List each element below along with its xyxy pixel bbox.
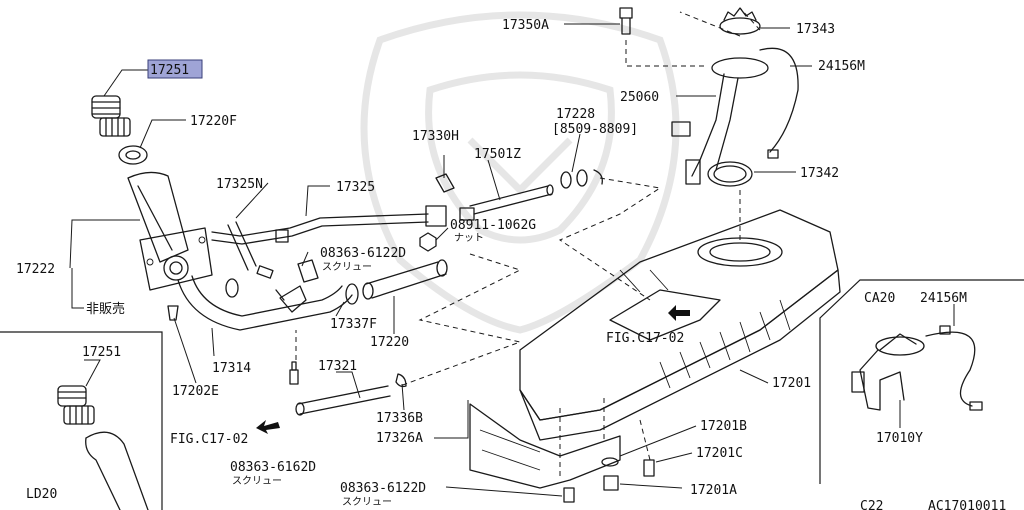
ca20-variant-label: CA20 [864,291,895,306]
label-17321[interactable]: 17321 [318,359,357,374]
fig-arrow-tank[interactable] [668,305,690,321]
bolt-17201C[interactable] [643,459,655,477]
ca20-harness[interactable] [925,325,983,411]
fuel-tank-17201[interactable] [519,209,841,441]
label-17201[interactable]: 17201 [772,376,811,391]
clamp-ring[interactable] [225,278,359,305]
label-17350A[interactable]: 17350A [502,18,549,33]
screw-08363-6122D-lower[interactable] [563,487,575,503]
label-17325N[interactable]: 17325N [216,177,263,192]
clip-17336B[interactable] [395,373,407,388]
label-17336B[interactable]: 17336B [376,411,423,426]
label-17220F[interactable]: 17220F [190,114,237,129]
label-08363-6122D-lower[interactable]: 08363-6122D [340,481,426,496]
footer-model: C22 [860,499,883,510]
protector-17326A[interactable] [469,403,621,489]
label-17201B[interactable]: 17201B [700,419,747,434]
ld20-label-17251[interactable]: 17251 [82,345,121,360]
filler-cap-gasket-17220F[interactable] [118,145,148,165]
label-08363-6122D[interactable]: 08363-6122D [320,246,406,261]
washers-17228[interactable] [560,169,603,189]
vent-tube-17325N[interactable] [227,221,274,279]
lock-ring-17343[interactable] [719,7,761,35]
label-17201A[interactable]: 17201A [690,483,737,498]
watermark-emblem [360,11,680,334]
label-17343[interactable]: 17343 [796,22,835,37]
label-17314[interactable]: 17314 [212,361,251,376]
label-17228[interactable]: 17228 [556,107,595,122]
label-08363-6162D[interactable]: 08363-6162D [230,460,316,475]
label-17501Z[interactable]: 17501Z [474,147,521,162]
harness-24156M[interactable] [759,47,799,159]
sender-unit-25060[interactable] [671,57,769,185]
bolt-17201A[interactable] [603,475,619,491]
label-not-for-sale: 非販売 [86,301,125,317]
bolt-08363-6162D[interactable] [289,361,299,385]
highlight-17251 [147,59,203,79]
filler-tube-17222[interactable] [127,171,213,291]
label-17330H[interactable]: 17330H [412,129,459,144]
gasket-17342[interactable] [707,161,753,187]
inset-ca20: CA20 24156M 17010Y [819,279,1024,484]
label-08363-6122D-lower-sub: スクリュー [342,496,392,508]
ld20-variant-label: LD20 [26,487,57,502]
vent-tube-17325[interactable] [211,213,429,245]
breather-hose-17220[interactable] [362,259,448,300]
label-08363-6122D-sub: スクリュー [322,261,372,273]
clip-bolt-17202E[interactable] [167,305,179,321]
label-17251[interactable]: 17251 [150,63,189,78]
connector-block[interactable] [425,205,475,227]
label-08911-1062G[interactable]: 08911-1062G [450,218,536,233]
ca20-sender-unit[interactable] [851,333,925,411]
inset-ld20: 17251 LD20 [0,331,163,510]
label-24156M[interactable]: 24156M [818,59,865,74]
fig-arrow-left[interactable] [256,420,280,434]
ca20-label-24156M[interactable]: 24156M [920,291,967,306]
label-17342[interactable]: 17342 [800,166,839,181]
label-fig-c17-02-left[interactable]: FIG.C17-02 [170,432,248,447]
label-fig-c17-02-tank[interactable]: FIG.C17-02 [606,331,684,346]
label-17325[interactable]: 17325 [336,180,375,195]
nut-08911-1062G[interactable] [419,232,437,252]
label-17326A[interactable]: 17326A [376,431,423,446]
filler-hose-17314[interactable] [177,275,353,331]
label-08363-6162D-sub: スクリュー [232,475,282,487]
label-17337F[interactable]: 17337F [330,317,377,332]
ld20-filler-tube[interactable] [85,431,149,510]
label-17222[interactable]: 17222 [16,262,55,277]
tube-17321[interactable] [295,385,391,416]
joint-17330H[interactable] [435,173,455,193]
ld20-filler-cap[interactable] [57,385,95,425]
label-17220[interactable]: 17220 [370,335,409,350]
label-25060[interactable]: 25060 [620,90,659,105]
bolt-17201B[interactable] [601,457,619,467]
label-17228-range: [8509-8809] [552,122,638,137]
label-17201C[interactable]: 17201C [696,446,743,461]
bracket-17337F[interactable] [275,285,307,313]
tube-17501Z[interactable] [469,184,554,215]
filler-cap-17251[interactable] [91,95,131,137]
footer-diagram-code: AC17010011 [928,499,1006,510]
label-08911-sub: ナット [454,232,484,244]
label-17202E[interactable]: 17202E [172,384,219,399]
ca20-label-17010Y[interactable]: 17010Y [876,431,923,446]
screw-08363-6122D[interactable] [297,259,319,283]
bolt-17350A[interactable] [619,7,633,35]
